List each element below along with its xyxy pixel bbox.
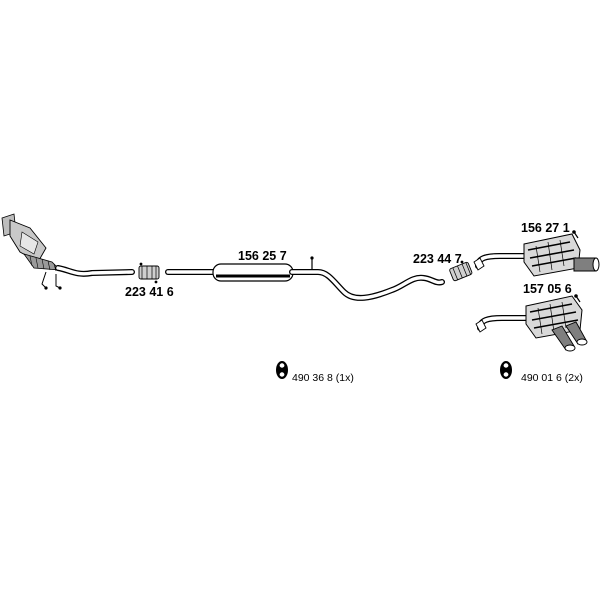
rear-silencer-single-label: 156 27 1: [521, 221, 570, 235]
rear-silencer-single: [473, 230, 600, 277]
clamp-rear: [449, 260, 473, 282]
rubber-mount-icon: [500, 361, 512, 379]
clamp-front-label: 223 41 6: [125, 285, 174, 299]
rear-silencer-twin: [475, 294, 588, 352]
middle-silencer: [165, 256, 445, 301]
mount-1: 490 36 8 (1x): [276, 361, 354, 384]
mount-2-label: 490 01 6 (2x): [521, 372, 583, 384]
catalytic-converter: [1, 213, 135, 290]
mount-1-label: 490 36 8 (1x): [292, 372, 354, 384]
mount-2: 490 01 6 (2x): [500, 361, 583, 384]
clamp-front: [138, 262, 160, 284]
rear-silencer-twin-label: 157 05 6: [523, 282, 572, 296]
middle-silencer-label: 156 25 7: [238, 249, 287, 263]
rubber-mount-icon: [276, 361, 288, 379]
clamp-rear-label: 223 44 7: [413, 252, 462, 266]
